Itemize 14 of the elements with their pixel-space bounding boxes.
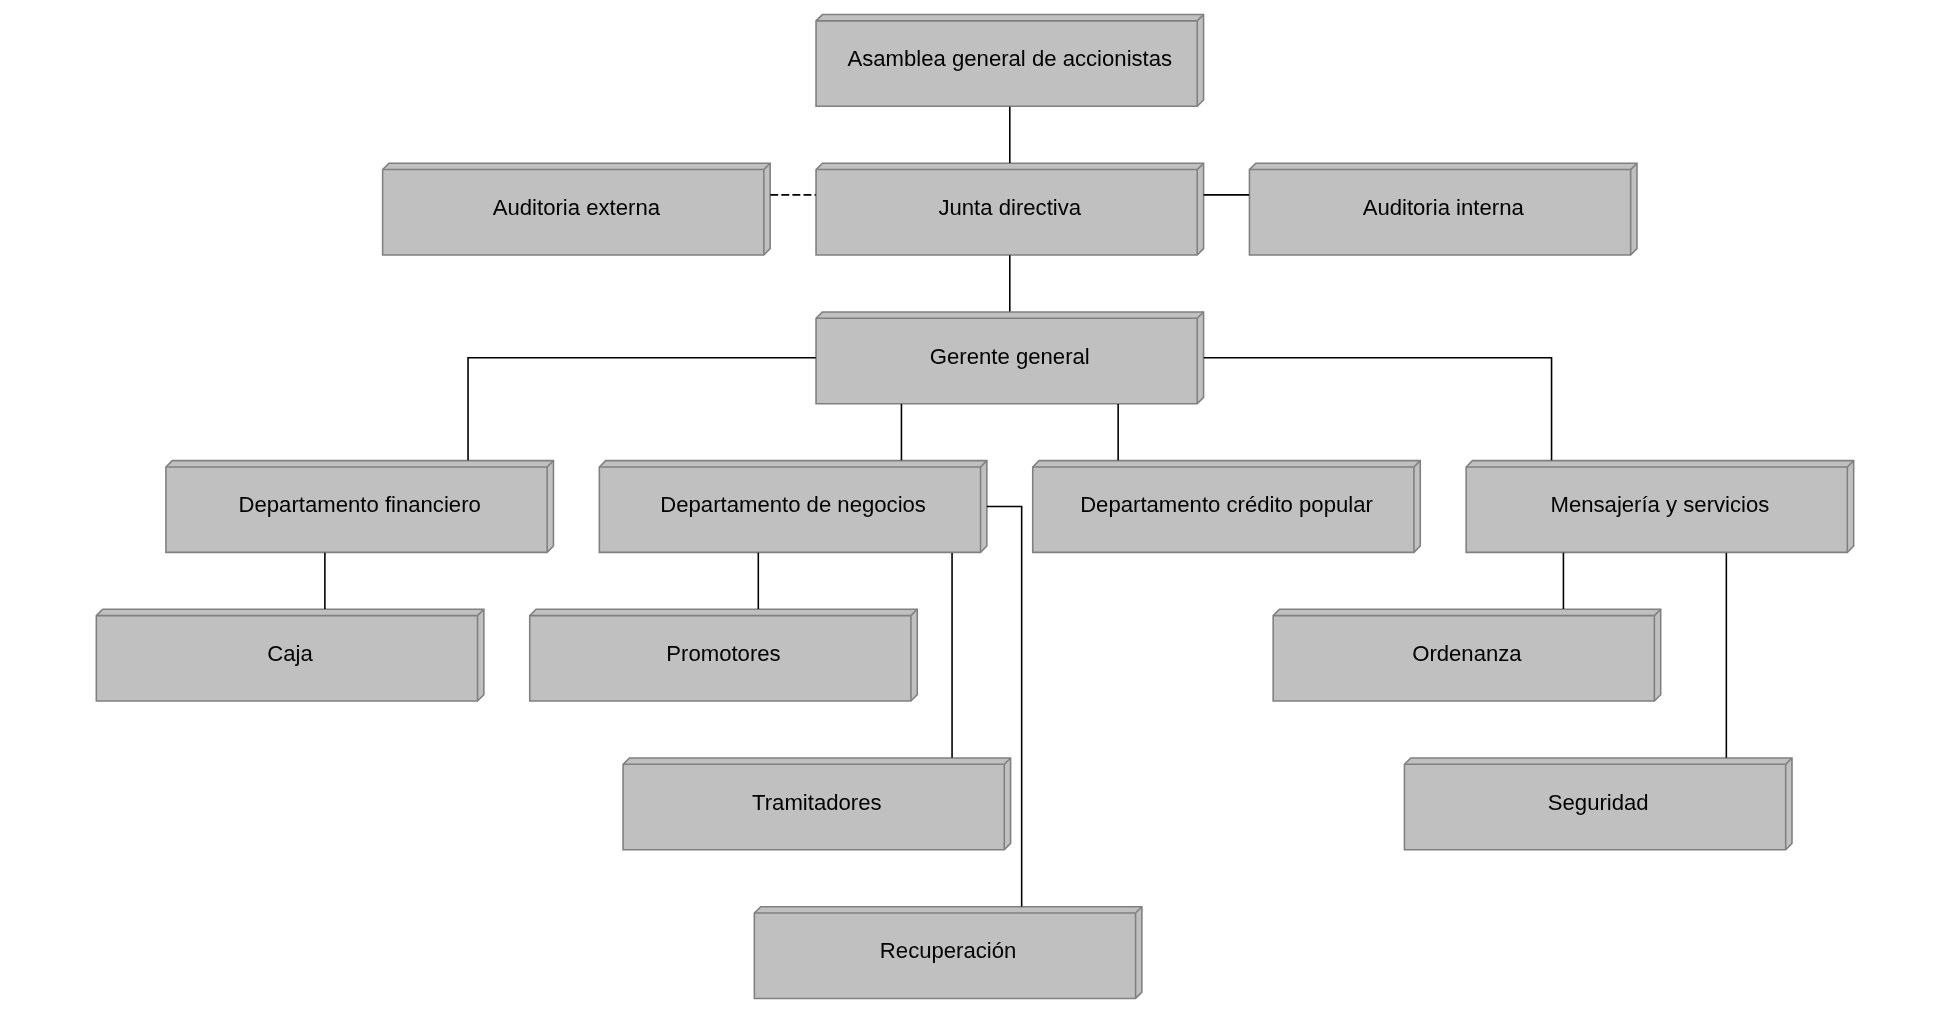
connector: [900, 403, 902, 462]
connector: [1008, 105, 1011, 164]
connector: [1562, 551, 1564, 610]
connector: [1202, 357, 1552, 462]
connector: [757, 551, 759, 610]
connector: [1202, 194, 1250, 196]
connector: [950, 552, 953, 759]
connector: [466, 357, 817, 462]
connector: [1008, 254, 1011, 313]
connector: [1116, 403, 1119, 462]
connector: [1725, 552, 1727, 759]
connector: [323, 551, 326, 610]
connector: [769, 194, 816, 196]
connector: [985, 505, 1022, 908]
